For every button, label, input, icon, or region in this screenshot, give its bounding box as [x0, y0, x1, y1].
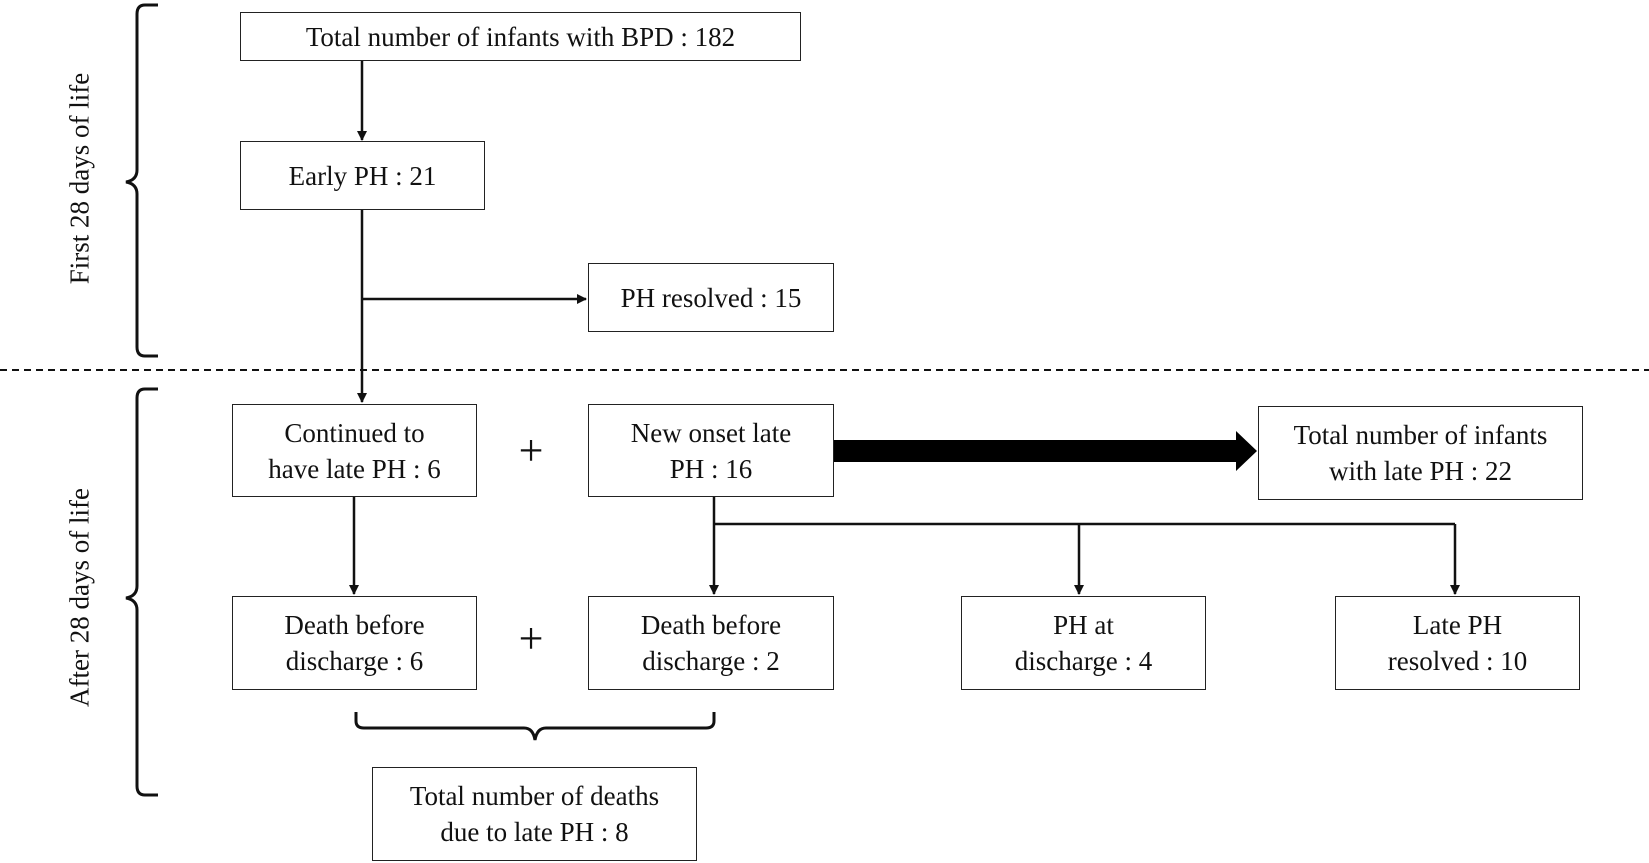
- text-total-late-ph-line1: Total number of infants: [1293, 420, 1548, 450]
- text-ph-resolved: PH resolved : 15: [620, 282, 802, 313]
- box-early-ph: Early PH : 21: [240, 141, 485, 210]
- brace-after-28-days: [125, 387, 158, 797]
- brace-first-28-days: [125, 3, 158, 358]
- label-after-28-days: After 28 days of life: [64, 488, 95, 707]
- text-death-new-onset-line2: discharge : 2: [642, 646, 780, 676]
- text-late-ph-resolved-line2: resolved : 10: [1387, 646, 1528, 676]
- text-total-deaths-line2: due to late PH : 8: [440, 817, 629, 847]
- box-ph-resolved: PH resolved : 15: [588, 263, 834, 332]
- box-total-deaths: Total number of deaths due to late PH : …: [372, 767, 697, 861]
- box-new-onset-late-ph: New onset late PH : 16: [588, 404, 834, 497]
- text-death-continued-line2: discharge : 6: [285, 646, 424, 676]
- text-ph-at-discharge-line1: PH at: [1053, 610, 1114, 640]
- box-late-ph-resolved: Late PH resolved : 10: [1335, 596, 1580, 690]
- label-first-28-days: First 28 days of life: [64, 72, 95, 285]
- text-late-ph-resolved-line1: Late PH: [1412, 610, 1503, 640]
- text-death-new-onset-line1: Death before: [640, 610, 782, 640]
- text-ph-at-discharge-line2: discharge : 4: [1014, 646, 1153, 676]
- text-continued-line2: have late PH : 6: [268, 453, 441, 484]
- plus-sign-bottom: +: [518, 614, 544, 663]
- plus-sign-top: +: [518, 426, 544, 475]
- text-total-late-ph-line2: with late PH : 22: [1329, 456, 1512, 486]
- box-continued-late-ph: Continued to have late PH : 6: [232, 404, 477, 497]
- thick-arrow-to-total-late-ph: [834, 431, 1257, 471]
- box-death-new-onset: Death before discharge : 2: [588, 596, 834, 690]
- text-early-ph: Early PH : 21: [288, 160, 437, 191]
- text-continued-line1: Continued to: [284, 417, 425, 448]
- box-death-continued: Death before discharge : 6: [232, 596, 477, 690]
- text-new-onset-line1: New onset late: [630, 417, 792, 448]
- text-total-deaths-line1: Total number of deaths: [409, 781, 660, 811]
- box-ph-at-discharge: PH at discharge : 4: [961, 596, 1206, 690]
- text-total-bpd: Total number of infants with BPD : 182: [305, 21, 736, 52]
- box-total-bpd: Total number of infants with BPD : 182: [240, 12, 801, 61]
- text-death-continued-line1: Death before: [284, 610, 425, 640]
- text-new-onset-line2: PH : 16: [669, 453, 753, 484]
- box-total-late-ph: Total number of infants with late PH : 2…: [1258, 406, 1583, 500]
- brace-deaths: [354, 712, 716, 741]
